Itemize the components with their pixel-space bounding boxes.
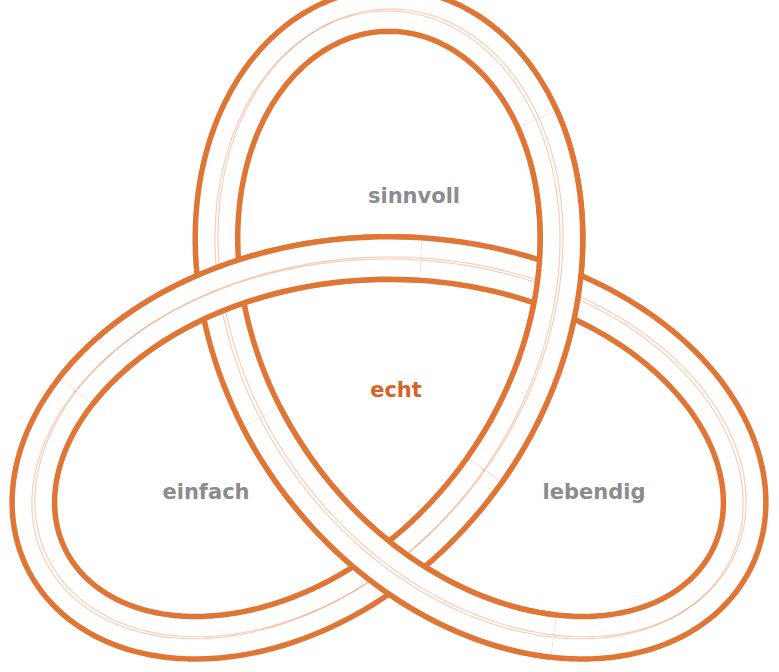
ribbon-edge [33, 10, 744, 638]
ribbon-edge [485, 119, 562, 470]
lobe-word: sinnvoll [368, 184, 460, 208]
pencil-stroke [483, 120, 560, 471]
center-word: echt [370, 378, 422, 402]
ribbon-fill [485, 119, 562, 470]
pencil-stroke [35, 9, 746, 637]
knot-crossing [483, 118, 563, 471]
pencil-stroke [486, 118, 563, 469]
ribbon-fill [33, 10, 744, 638]
pencil-stroke [32, 11, 743, 639]
lobe-word: lebendig [543, 480, 646, 504]
pencil-stroke [77, 257, 422, 390]
knot-crossing [74, 257, 422, 392]
knot-band [32, 9, 746, 639]
lobe-word: einfach [162, 480, 249, 504]
